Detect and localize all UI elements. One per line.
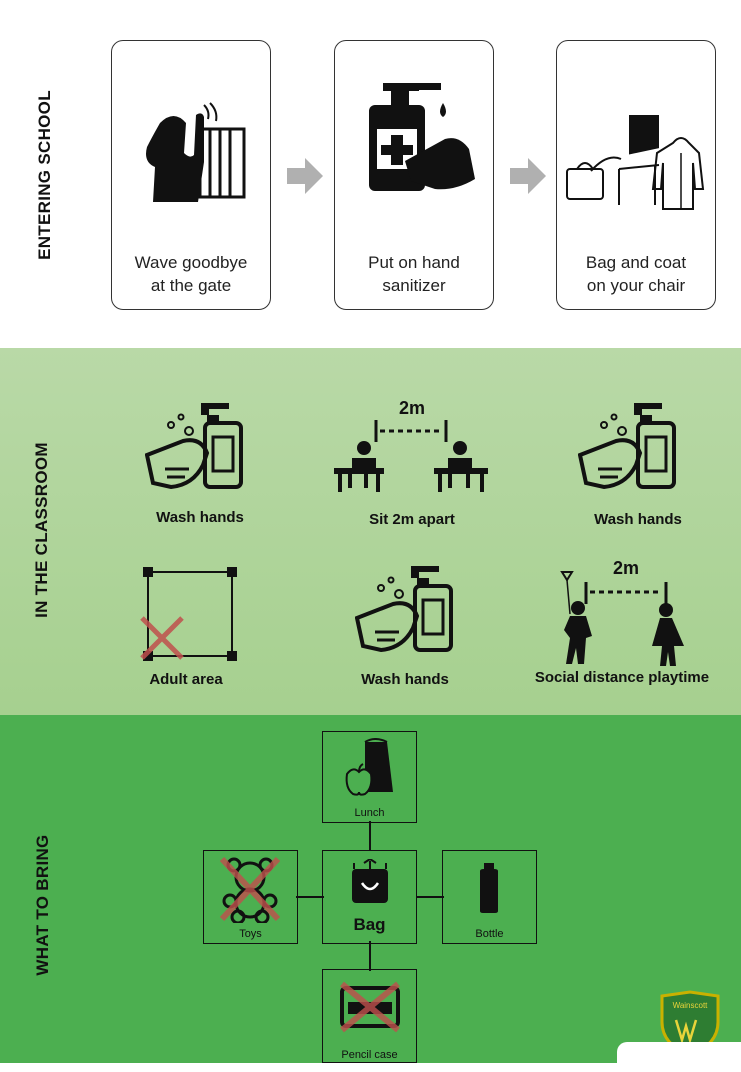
pencil-case-box: Pencil case [322, 969, 417, 1063]
wash-hands-label: Wash hands [361, 671, 449, 688]
step-card-bag-coat: Bag and coat on your chair [556, 40, 716, 310]
sit-apart-icon: 2m [334, 398, 488, 492]
step-card-wave-goodbye: Wave goodbye at the gate [111, 40, 271, 310]
step-caption: Bag and coat on your chair [585, 253, 687, 295]
step-caption: Put on hand sanitizer [368, 253, 460, 295]
what-to-bring-title: WHAT TO BRING [33, 834, 52, 976]
entering-school-section: ENTERING SCHOOL Wave goodbye at the gate [0, 0, 741, 348]
bag-box: Bag [322, 850, 417, 944]
classroom-section: IN THE CLASSROOM Wash hands 2m Sit 2m ap… [0, 348, 741, 715]
social-distance-playtime-label: Social distance playtime [534, 669, 710, 686]
wash-hands-icon [145, 403, 243, 490]
wash-hands-label: Wash hands [594, 511, 682, 528]
distance-label: 2m [613, 558, 639, 578]
step-card-hand-sanitizer: Put on hand sanitizer [334, 40, 494, 310]
toys-box: Toys [203, 850, 298, 944]
distance-label: 2m [399, 398, 425, 418]
adult-area-label: Adult area [149, 671, 223, 688]
classroom-title: IN THE CLASSROOM [32, 442, 51, 618]
cross-icon [340, 981, 400, 1033]
teddy-bear-icon [219, 856, 281, 923]
bag-icon [352, 859, 388, 903]
bag-label: Bag [353, 915, 386, 934]
cross-icon [140, 616, 184, 660]
lunch-box: Lunch [322, 731, 417, 823]
wash-hands-label: Wash hands [156, 509, 244, 526]
crest-text: Wainscott [673, 1001, 709, 1010]
lunch-label: Lunch [354, 807, 385, 819]
cross-icon [219, 856, 281, 922]
step-caption: Wave goodbye at the gate [134, 253, 248, 295]
social-distance-playtime-icon: 2m [560, 558, 684, 666]
wash-hands-icon [578, 403, 676, 490]
connector-line [416, 896, 444, 898]
connector-line [369, 821, 371, 851]
bottle-box: Bottle [442, 850, 537, 944]
connector-line [296, 896, 324, 898]
sit-apart-label: Sit 2m apart [369, 511, 455, 528]
school-crest-logo: Wainscott [660, 990, 720, 1058]
pencil-case-icon [340, 981, 400, 1033]
toys-label: Toys [239, 928, 262, 940]
corner-tab [617, 1042, 741, 1072]
water-bottle-icon [480, 863, 498, 913]
arrow-right-icon [510, 158, 546, 199]
entering-school-title: ENTERING SCHOOL [35, 90, 54, 260]
pencil-case-label: Pencil case [341, 1049, 398, 1061]
connector-line [369, 941, 371, 971]
hand-sanitizer-icon [369, 83, 475, 191]
what-to-bring-section: WHAT TO BRING Lunch Toys [0, 715, 741, 1063]
adult-area-icon [140, 567, 237, 661]
wave-goodbye-icon [146, 102, 246, 202]
wash-hands-icon [355, 566, 453, 653]
bottle-label: Bottle [475, 928, 504, 940]
lunch-bag-icon [345, 738, 393, 796]
bag-coat-chair-icon [566, 115, 705, 210]
arrow-right-icon [287, 158, 323, 199]
